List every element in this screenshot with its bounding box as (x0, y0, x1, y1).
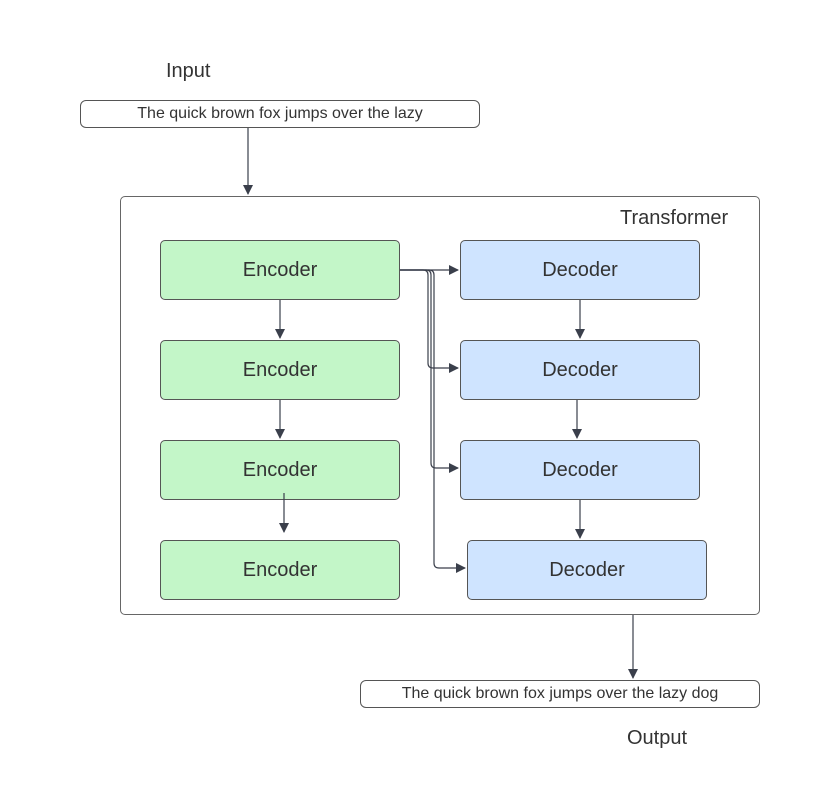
encoder-block-3: Encoder (160, 440, 400, 500)
input-heading: Input (166, 60, 211, 82)
encoder-block-1: Encoder (160, 240, 400, 300)
decoder-block-3: Decoder (460, 440, 700, 500)
transformer-title: Transformer (620, 207, 729, 229)
decoder-block-4: Decoder (467, 540, 707, 600)
output-heading: Output (627, 727, 688, 749)
encoder-block-4: Encoder (160, 540, 400, 600)
decoder-block-2: Decoder (460, 340, 700, 400)
decoder-block-1: Decoder (460, 240, 700, 300)
encoder-block-2: Encoder (160, 340, 400, 400)
input-text-box: The quick brown fox jumps over the lazy (80, 100, 480, 128)
output-text-box: The quick brown fox jumps over the lazy … (360, 680, 760, 708)
